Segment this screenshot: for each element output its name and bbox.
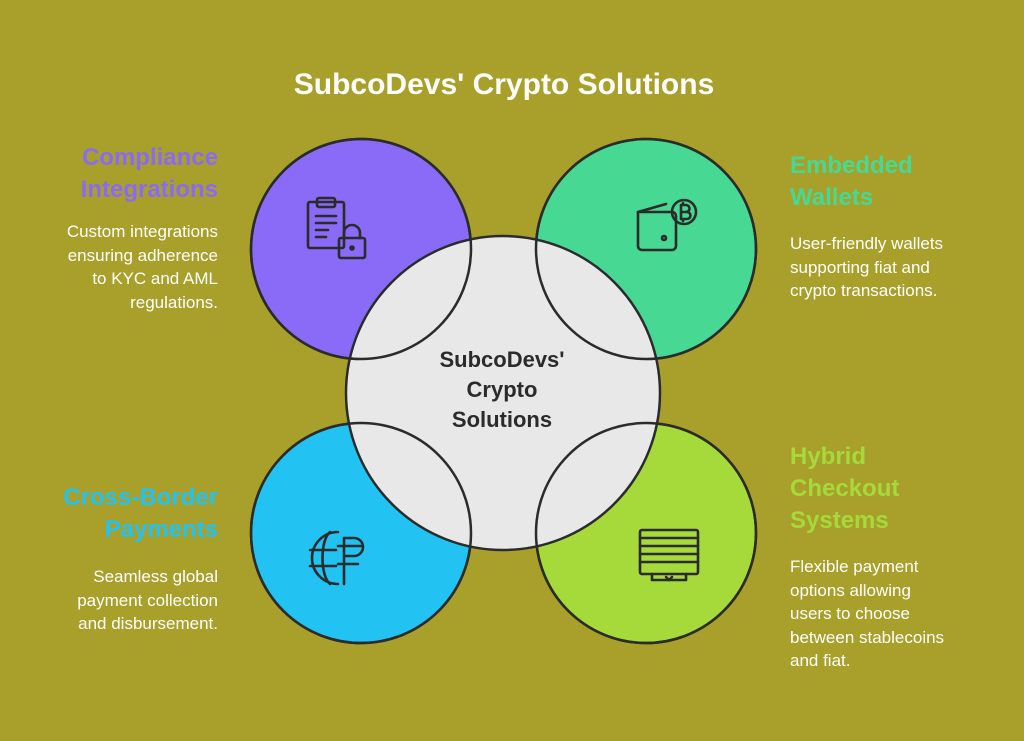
- center-circle: [344, 234, 662, 552]
- desc-line: ensuring adherence: [67, 245, 218, 265]
- globe-currency-icon: [300, 522, 370, 592]
- desc-line: regulations.: [130, 292, 218, 312]
- hybrid-checkout-circle-outline: [534, 421, 758, 645]
- heading-line: Hybrid: [790, 443, 867, 470]
- embedded-wallets-circle-outline: [534, 137, 758, 361]
- desc-line: users to choose: [790, 604, 911, 623]
- heading-line: Embedded: [790, 152, 913, 179]
- clipboard-lock-icon: [302, 192, 372, 262]
- payment-terminal-icon: [632, 522, 702, 592]
- desc-line: Seamless global: [93, 567, 218, 586]
- desc-line: crypto transactions.: [790, 281, 938, 300]
- cross-border-circle-outline: [249, 421, 473, 645]
- bitcoin-wallet-icon: [630, 190, 700, 260]
- compliance-description: Custom integrations ensuring adherence t…: [20, 220, 218, 314]
- heading-line: Wallets: [790, 184, 874, 211]
- hybrid-checkout-description: Flexible payment options allowing users …: [790, 555, 1010, 673]
- heading-line: Compliance: [81, 144, 218, 171]
- desc-line: supporting fiat and: [790, 257, 930, 277]
- hybrid-checkout-heading: Hybrid Checkout Systems: [790, 441, 1010, 537]
- desc-line: and fiat.: [790, 651, 851, 670]
- embedded-wallets-description: User-friendly wallets supporting fiat an…: [790, 232, 1010, 303]
- heading-line: Payments: [104, 516, 218, 543]
- desc-line: between stablecoins: [790, 627, 945, 647]
- cross-border-description: Seamless global payment collection and d…: [20, 565, 218, 636]
- desc-line: User-friendly wallets: [790, 234, 944, 253]
- desc-line: to KYC and AML: [92, 269, 218, 288]
- cross-border-heading: Cross-Border Payments: [20, 482, 218, 546]
- heading-line: Cross-Border: [63, 484, 218, 511]
- compliance-heading: Compliance Integrations: [20, 142, 218, 206]
- desc-line: Custom integrations: [66, 222, 218, 241]
- compliance-circle-outline: [249, 137, 473, 361]
- heading-line: Integrations: [80, 176, 218, 203]
- center-label: SubcoDevs' Crypto Solutions: [390, 345, 614, 435]
- desc-line: Flexible payment: [790, 557, 919, 576]
- desc-line: payment collection: [77, 590, 218, 610]
- center-label-line: Crypto: [466, 377, 538, 402]
- desc-line: and disbursement.: [78, 614, 218, 633]
- diagram-title: SubcoDevs' Crypto Solutions: [293, 68, 715, 101]
- heading-line: Checkout: [790, 475, 900, 502]
- center-label-line: SubcoDevs': [439, 347, 565, 372]
- desc-line: options allowing: [790, 580, 911, 600]
- embedded-wallets-heading: Embedded Wallets: [790, 150, 990, 214]
- center-label-line: Solutions: [451, 407, 553, 432]
- heading-line: Systems: [790, 507, 889, 534]
